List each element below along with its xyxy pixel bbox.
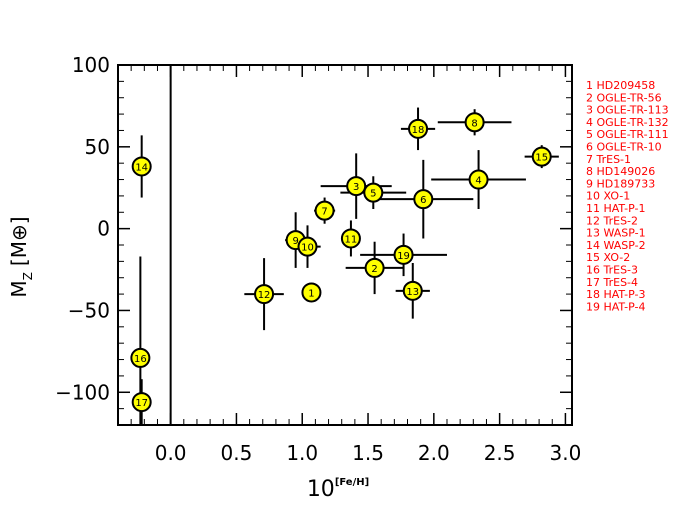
data-point-label: 10 — [301, 243, 314, 254]
legend-entry: 7 TrES-1 — [586, 153, 631, 166]
x-tick-label: 2.5 — [484, 441, 516, 465]
data-point-marker — [254, 284, 275, 305]
data-point-marker — [297, 236, 318, 257]
data-point-label: 14 — [135, 162, 148, 173]
data-point-marker — [408, 118, 429, 139]
data-point-marker — [130, 347, 151, 368]
data-point-label: 5 — [370, 189, 376, 200]
y-tick-label: 50 — [85, 135, 110, 159]
data-point-label: 12 — [258, 290, 271, 301]
data-point-marker — [314, 200, 335, 221]
data-point-marker — [131, 392, 152, 413]
data-point-label: 7 — [321, 207, 327, 218]
data-point-label: 17 — [135, 398, 148, 409]
legend-entry: 2 OGLE-TR-56 — [586, 91, 662, 104]
legend-entry: 10 XO-1 — [586, 190, 630, 203]
legend-entry: 1 HD209458 — [586, 79, 655, 92]
y-tick-label: −50 — [68, 298, 110, 322]
data-point-marker — [131, 156, 152, 177]
legend-entry: 8 HD149026 — [586, 165, 655, 178]
data-point-marker — [413, 189, 434, 210]
legend-entry: 18 HAT-P-3 — [586, 288, 645, 301]
data-point-marker — [340, 228, 361, 249]
x-tick-label: 1.0 — [286, 441, 318, 465]
data-point-label: 18 — [412, 125, 425, 136]
y-tick-label: 0 — [97, 217, 110, 241]
legend-entry: 19 HAT-P-4 — [586, 300, 645, 313]
data-point-marker — [364, 257, 385, 278]
axis-tick-labels: 0.0 0.5 1.0 1.5 2.0 2.5 3.0 −100 −50 0 50 100 — [55, 53, 581, 465]
legend-entry: 6 OGLE-TR-10 — [586, 141, 662, 154]
data-point-label: 11 — [345, 234, 358, 245]
legend-entry: 17 TrES-4 — [586, 276, 638, 289]
legend-entry: 15 XO-2 — [586, 251, 630, 264]
legend-entry: 16 TrES-3 — [586, 264, 638, 277]
data-point-marker — [363, 182, 384, 203]
data-point-label: 19 — [397, 251, 410, 262]
data-point-label: 15 — [535, 153, 548, 164]
legend-entry: 3 OGLE-TR-113 — [586, 104, 669, 117]
legend-entry: 13 WASP-1 — [586, 227, 646, 240]
data-point-marker — [468, 169, 489, 190]
data-point-label: 9 — [292, 236, 298, 247]
axis-ticks — [118, 64, 572, 425]
error-bars — [139, 107, 559, 425]
legend-entry: 4 OGLE-TR-132 — [586, 116, 669, 129]
legend-entry: 14 WASP-2 — [586, 239, 646, 252]
data-point-label: 3 — [353, 182, 359, 193]
data-point-label: 2 — [371, 264, 377, 275]
x-tick-label: 1.5 — [352, 441, 384, 465]
x-tick-label: 0.0 — [155, 441, 187, 465]
data-point-label: 1 — [308, 288, 314, 299]
y-tick-label: 100 — [72, 53, 110, 77]
data-point-marker — [402, 280, 423, 301]
data-point-marker — [464, 112, 485, 133]
x-axis-label: 10[Fe/H] — [307, 477, 369, 502]
data-point-marker — [301, 282, 322, 303]
y-axis-label: MZ[M⊕] — [7, 216, 35, 297]
data-point-label: 6 — [420, 195, 426, 206]
data-point-marker — [346, 176, 367, 197]
data-point-label: 8 — [471, 118, 477, 129]
legend-entry: 12 TrES-2 — [586, 214, 638, 227]
data-point-marker — [531, 146, 552, 167]
legend-entry: 11 HAT-P-1 — [586, 202, 645, 215]
data-point-label: 13 — [406, 287, 419, 298]
x-tick-label: 0.5 — [221, 441, 253, 465]
legend-entry: 9 HD189733 — [586, 177, 655, 190]
legend-entry: 5 OGLE-TR-111 — [586, 128, 669, 141]
data-point-marker — [393, 244, 414, 265]
x-tick-label: 3.0 — [550, 441, 582, 465]
x-tick-label: 2.0 — [418, 441, 450, 465]
data-point-label: 4 — [475, 176, 481, 187]
y-tick-label: −100 — [55, 380, 110, 404]
data-point-label: 16 — [134, 354, 147, 365]
